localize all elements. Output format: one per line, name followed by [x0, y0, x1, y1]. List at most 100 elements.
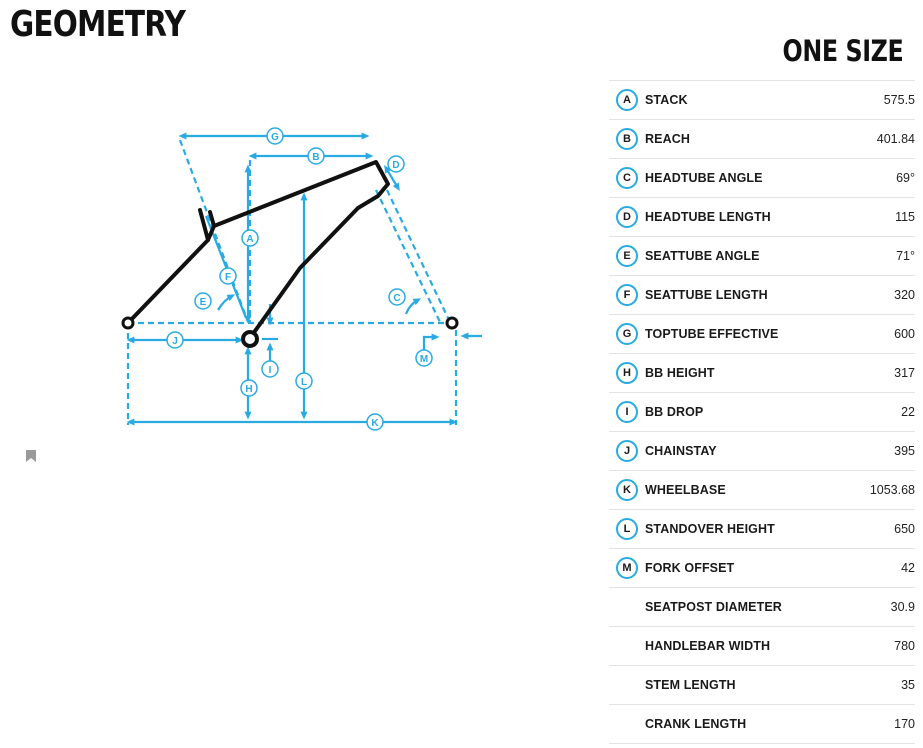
svg-text:F: F [225, 272, 231, 283]
geometry-row: CRANK LENGTH 170 [609, 705, 915, 744]
row-badge-cell: K [609, 471, 645, 510]
label-b: B [307, 147, 325, 165]
measure-value: 69° [896, 171, 915, 185]
label-i: I [261, 360, 279, 378]
svg-text:H: H [245, 384, 252, 395]
measure-letter-badge: G [616, 323, 638, 345]
row-badge-cell: M [609, 549, 645, 588]
geometry-diagram: G B D A F E C J I H L M K [121, 127, 482, 431]
measure-label: SEATTUBE LENGTH [645, 288, 768, 302]
measure-label: BB HEIGHT [645, 366, 715, 380]
front-axle [445, 316, 459, 330]
label-h: H [240, 379, 258, 397]
svg-text:G: G [271, 132, 279, 143]
measure-label: STANDOVER HEIGHT [645, 522, 775, 536]
geometry-row: SEATPOST DIAMETER 30.9 [609, 588, 915, 627]
label-a: A [241, 229, 259, 247]
measure-value: 30.9 [890, 600, 915, 614]
bike-frame [126, 160, 390, 340]
svg-text:I: I [269, 365, 272, 376]
label-m: M [415, 349, 433, 367]
label-j: J [166, 331, 184, 349]
row-badge-cell [609, 705, 645, 744]
size-column-heading: ONE SIZE [782, 34, 903, 68]
label-g: G [266, 127, 284, 145]
measure-label: TOPTUBE EFFECTIVE [645, 327, 779, 341]
svg-text:J: J [172, 336, 178, 347]
label-c: C [388, 288, 406, 306]
measure-letter-badge: K [616, 479, 638, 501]
measure-letter-badge: B [616, 128, 638, 150]
angle-c-arc [404, 298, 422, 315]
measure-letter-badge: D [616, 206, 638, 228]
label-k: K [366, 413, 384, 431]
svg-text:D: D [392, 160, 399, 171]
measure-letter-badge: J [616, 440, 638, 462]
measure-letter-badge: A [616, 89, 638, 111]
measure-letter-badge: C [616, 167, 638, 189]
label-l: L [295, 372, 313, 390]
measure-label: HEADTUBE LENGTH [645, 210, 771, 224]
bookmark-icon[interactable] [18, 443, 44, 469]
angle-e-arc [217, 294, 236, 311]
row-badge-cell [609, 627, 645, 666]
measure-value: 320 [894, 288, 915, 302]
measure-value: 42 [901, 561, 915, 575]
measure-value: 170 [894, 717, 915, 731]
row-badge-cell: C [609, 159, 645, 198]
geometry-row: A STACK 575.5 [609, 81, 915, 120]
row-badge-cell: L [609, 510, 645, 549]
bottom-bracket [241, 330, 259, 348]
svg-text:C: C [393, 293, 400, 304]
measure-label: HANDLEBAR WIDTH [645, 639, 771, 653]
svg-text:M: M [420, 354, 428, 365]
rear-axle [121, 316, 135, 330]
label-d: D [387, 155, 405, 173]
measure-label: STACK [645, 93, 688, 107]
measure-value: 650 [894, 522, 915, 536]
measure-label: REACH [645, 132, 690, 146]
measure-letter-badge: M [616, 557, 638, 579]
row-badge-cell: I [609, 393, 645, 432]
fork-line [375, 189, 441, 323]
page-title: GEOMETRY [10, 4, 186, 45]
row-badge-cell: H [609, 354, 645, 393]
row-badge-cell: A [609, 81, 645, 120]
measure-value: 575.5 [883, 93, 915, 107]
row-badge-cell: E [609, 237, 645, 276]
steering-axis [386, 189, 449, 319]
measure-letter-badge: E [616, 245, 638, 267]
dim-d-headtube [384, 164, 400, 192]
measure-value: 600 [894, 327, 915, 341]
geometry-row: G TOPTUBE EFFECTIVE 600 [609, 315, 915, 354]
geometry-row: J CHAINSTAY 395 [609, 432, 915, 471]
measure-label: SEATPOST DIAMETER [645, 600, 782, 614]
row-badge-cell: D [609, 198, 645, 237]
measure-label: FORK OFFSET [645, 561, 735, 575]
measure-label: STEM LENGTH [645, 678, 736, 692]
measure-label: CHAINSTAY [645, 444, 717, 458]
svg-text:A: A [246, 234, 253, 245]
dim-m-offset [422, 333, 440, 350]
geometry-row: D HEADTUBE LENGTH 115 [609, 198, 915, 237]
measure-label: SEATTUBE ANGLE [645, 249, 760, 263]
measure-label: WHEELBASE [645, 483, 726, 497]
measure-value: 395 [894, 444, 915, 458]
row-badge-cell: G [609, 315, 645, 354]
row-badge-cell: J [609, 432, 645, 471]
svg-text:B: B [312, 152, 319, 163]
measure-label: BB DROP [645, 405, 704, 419]
measure-value: 115 [895, 210, 915, 224]
svg-text:E: E [200, 297, 207, 308]
measure-label: CRANK LENGTH [645, 717, 747, 731]
